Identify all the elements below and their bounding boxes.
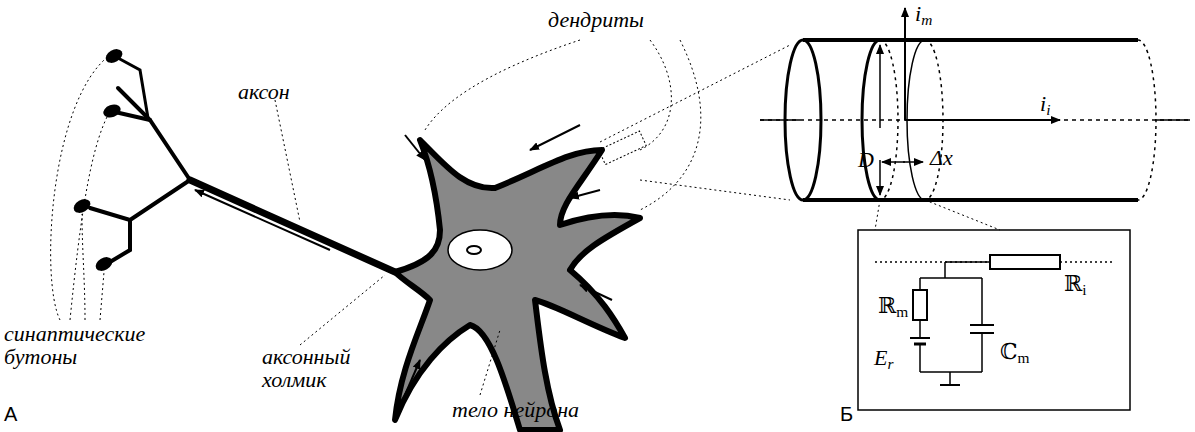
membrane-capacitance: ℂm xyxy=(1000,340,1030,363)
axon-tree xyxy=(90,58,395,272)
diameter-label: D xyxy=(858,148,874,171)
signal-arrows xyxy=(195,125,612,395)
membrane-current: im xyxy=(915,2,932,25)
synaptic-buttons-label: синаптические бутоны xyxy=(4,322,179,368)
axial-resistance: ℝi xyxy=(1064,272,1087,295)
equivalent-circuit xyxy=(858,230,1130,410)
membrane-resistance: ℝm xyxy=(878,294,908,317)
length-label: Δx xyxy=(930,146,953,169)
nucleus xyxy=(448,230,512,270)
panel-letter: Б xyxy=(840,404,853,425)
nucleolus xyxy=(467,246,481,254)
dendrites-label: дендриты xyxy=(548,8,644,31)
resting-potential: Er xyxy=(874,346,893,369)
axon-label: аксон xyxy=(238,80,290,103)
cable-segment xyxy=(760,8,1190,200)
soma-label: тело нейрона xyxy=(452,398,579,421)
neuron-body xyxy=(395,140,640,430)
panel-letter: А xyxy=(4,404,17,425)
axon-hillock-label: аксонный холмик xyxy=(262,345,372,391)
axial-current: ii xyxy=(1040,92,1050,115)
